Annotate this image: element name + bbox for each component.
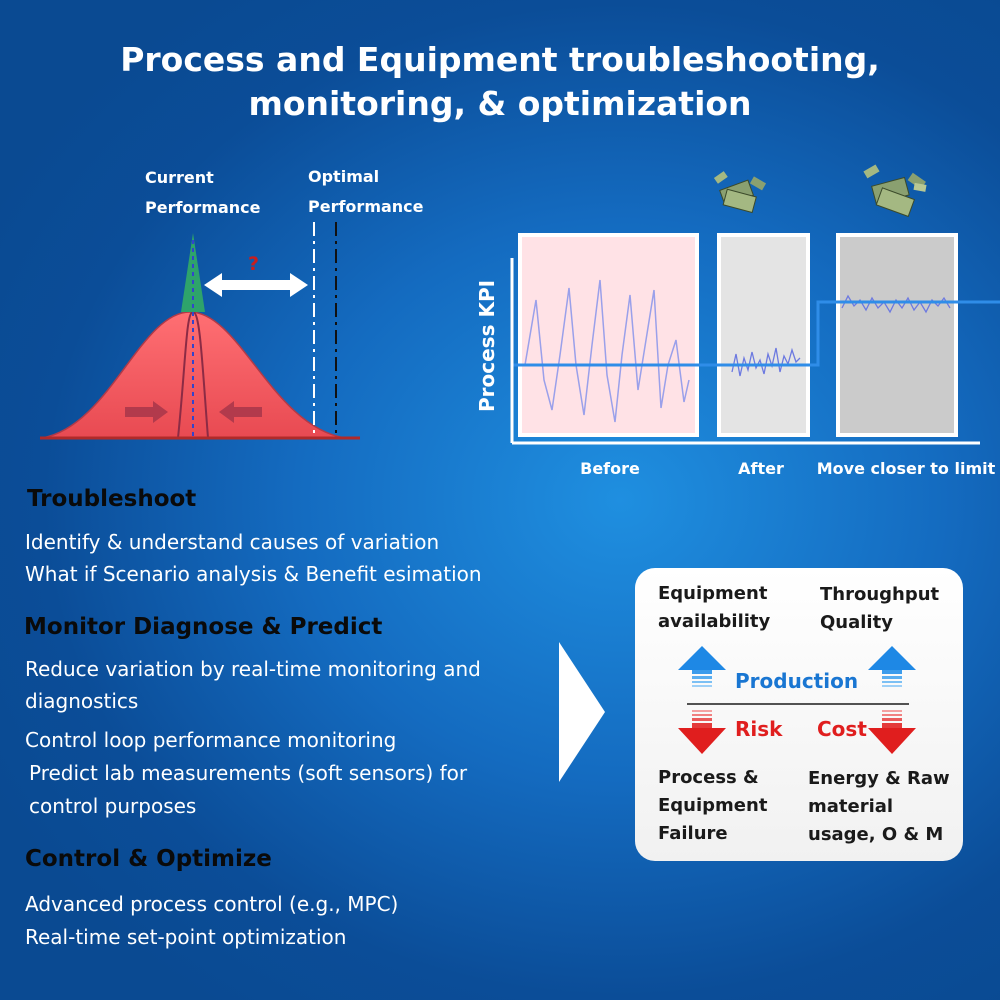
wide-bell-curve (41, 311, 346, 439)
troubleshoot-heading: Troubleshoot (27, 486, 197, 512)
move-limit-panel (836, 233, 958, 437)
control-item-2: Real-time set-point optimization (25, 925, 347, 949)
monitor-item-1: Reduce variation by real-time monitoring… (25, 657, 481, 681)
panel-label-move-closer: Move closer to limit (817, 459, 996, 478)
kpi-y-axis-label: Process KPI (475, 280, 499, 412)
monitor-heading: Monitor Diagnose & Predict (24, 614, 383, 640)
up-arrow-right-icon (868, 646, 916, 687)
monitor-item-3: Control loop performance monitoring (25, 728, 397, 752)
risk-label: Risk (735, 717, 783, 741)
question-mark: ? (248, 253, 259, 275)
page-title-line2: monitoring, & optimization (248, 84, 752, 123)
troubleshoot-item-1: Identify & understand causes of variatio… (25, 530, 440, 554)
down-arrow-left-icon (678, 710, 726, 754)
before-signal (524, 279, 690, 423)
kpi-chart: Process KPI Before After Move closer to … (475, 164, 1000, 478)
squeeze-arrow-right-icon (125, 401, 168, 423)
setpoint-line (512, 300, 1000, 367)
gap-double-arrow-icon (204, 273, 308, 297)
monitor-item-5: control purposes (29, 794, 197, 818)
benefits-card (635, 568, 963, 861)
money-icon (713, 171, 767, 214)
down-arrow-right-icon (868, 710, 916, 754)
squeeze-arrow-left-icon (219, 401, 262, 423)
limit-signal (841, 294, 951, 314)
page-title-line1: Process and Equipment troubleshooting, (120, 40, 880, 79)
monitor-item-4: Predict lab measurements (soft sensors) … (29, 761, 468, 785)
distribution-diagram: ? (40, 222, 360, 440)
after-panel (717, 233, 810, 437)
control-item-1: Advanced process control (e.g., MPC) (25, 892, 399, 916)
panel-label-after: After (738, 459, 784, 478)
control-heading: Control & Optimize (25, 846, 272, 872)
up-arrow-left-icon (678, 646, 726, 687)
production-label: Production (735, 669, 859, 693)
benefits-graphics (678, 646, 916, 754)
monitor-item-2: diagnostics (25, 689, 139, 713)
chevron-right-icon (559, 642, 605, 782)
panel-label-before: Before (580, 459, 640, 478)
before-panel (518, 233, 699, 437)
cost-label: Cost (817, 717, 867, 741)
troubleshoot-item-2: What if Scenario analysis & Benefit esim… (25, 562, 482, 586)
money-icon-2 (863, 164, 927, 218)
